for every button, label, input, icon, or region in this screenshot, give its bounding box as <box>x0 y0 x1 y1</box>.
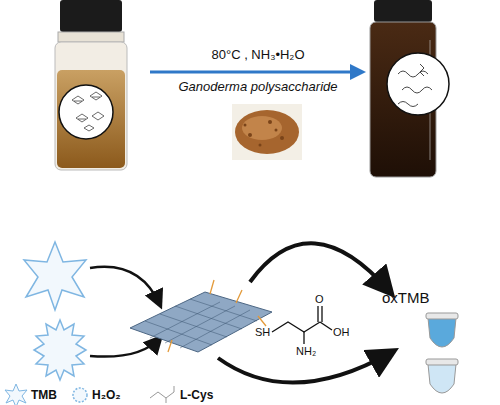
h2o2-symbol <box>34 320 86 380</box>
powder-photo <box>232 104 302 160</box>
text-label: 80°C , NH₃•H₂O <box>211 48 304 62</box>
text-label: OH <box>333 326 350 338</box>
text-label: NH₂ <box>296 345 316 357</box>
tmb-star <box>24 242 86 310</box>
legend-lcys <box>150 386 174 403</box>
text-label: Ganoderma polysaccharide <box>179 80 338 94</box>
tube-blue <box>426 313 458 347</box>
legend-star <box>5 384 27 405</box>
vial-right <box>370 0 449 177</box>
nanosheet <box>130 280 272 352</box>
arrow-head <box>350 64 366 80</box>
legend-text: H₂O₂ <box>92 388 121 402</box>
vial-left <box>55 0 127 170</box>
lcys-structure <box>272 306 332 344</box>
text-label: oxTMB <box>382 290 430 307</box>
legend-h2o2 <box>73 388 87 402</box>
tube-clear <box>426 359 458 393</box>
text-label: SH <box>255 326 270 338</box>
text-label: O <box>315 293 324 305</box>
legend-text: L-Cys <box>180 388 213 402</box>
legend-text: TMB <box>31 388 57 402</box>
